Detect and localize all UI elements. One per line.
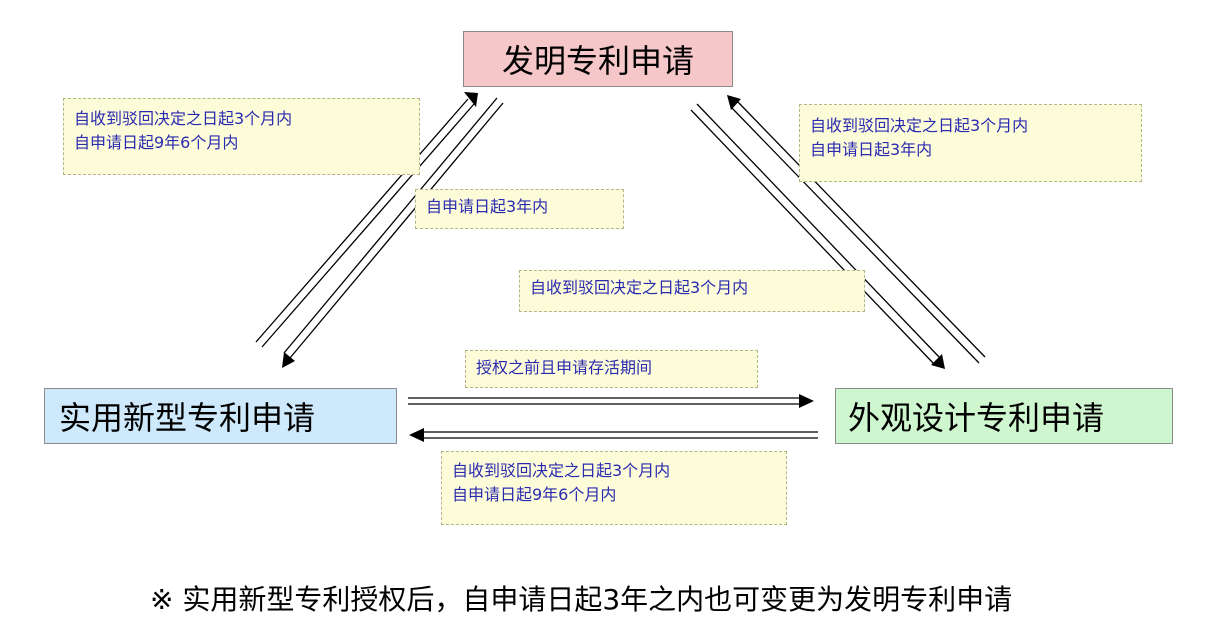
arrow-design-to-invention [727, 95, 986, 364]
note-line: 自收到驳回决定之日起3个月内 [530, 278, 749, 297]
utility-model-label: 实用新型专利申请 [59, 399, 316, 437]
design-patent-node: 外观设计专利申请 [835, 388, 1173, 444]
arrow-invention-to-design [690, 103, 945, 369]
note-design-to-invention: 自收到驳回决定之日起3个月内 自申请日起3年内 [799, 104, 1142, 182]
note-line: 自收到驳回决定之日起3个月内 [74, 109, 293, 128]
note-line: 自申请日起3年内 [810, 140, 933, 159]
note-utility-to-invention: 自收到驳回决定之日起3个月内 自申请日起9年6个月内 [63, 98, 420, 175]
note-line: 授权之前且申请存活期间 [476, 358, 653, 377]
note-invention-to-design: 自收到驳回决定之日起3个月内 [519, 270, 865, 312]
note-design-to-utility: 自收到驳回决定之日起3个月内 自申请日起9年6个月内 [441, 451, 787, 525]
arrow-utility-to-invention [255, 92, 478, 348]
note-line: 自收到驳回决定之日起3个月内 [452, 461, 671, 480]
note-invention-to-utility: 自申请日起3年内 [415, 189, 624, 229]
note-line: 自申请日起3年内 [426, 197, 549, 216]
footnote: ※ 实用新型专利授权后，自申请日起3年之内也可变更为发明专利申请 [150, 583, 1013, 616]
arrow-design-to-utility [409, 428, 818, 442]
arrow-invention-to-utility [282, 97, 504, 368]
note-line: 自申请日起9年6个月内 [452, 485, 617, 504]
note-utility-to-design: 授权之前且申请存活期间 [465, 350, 758, 388]
invention-patent-node: 发明专利申请 [463, 31, 733, 87]
note-line: 自收到驳回决定之日起3个月内 [810, 116, 1029, 135]
arrow-utility-to-design [408, 394, 814, 408]
utility-model-node: 实用新型专利申请 [44, 388, 397, 444]
design-patent-label: 外观设计专利申请 [848, 399, 1105, 437]
invention-patent-label: 发明专利申请 [501, 42, 694, 80]
note-line: 自申请日起9年6个月内 [74, 133, 239, 152]
